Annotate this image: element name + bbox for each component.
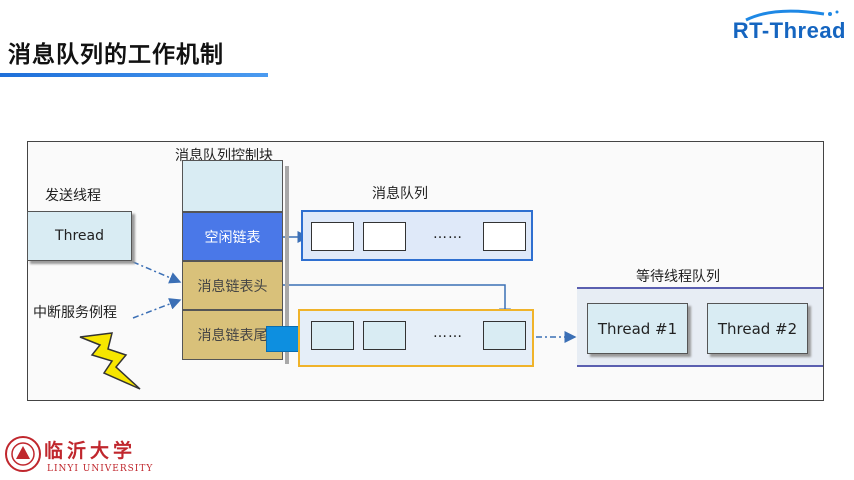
isr-label: 中断服务例程: [33, 305, 117, 321]
university-name-en: LINYI UNIVERSITY: [47, 464, 154, 474]
waiting-thread-2: Thread #2: [707, 303, 808, 354]
control-block-shadow: [285, 166, 289, 364]
free-node: [483, 222, 526, 251]
message-list-head-cell: 消息链表头: [182, 261, 283, 310]
message-node: [363, 321, 406, 350]
queue-title: 消息队列: [372, 186, 428, 202]
logo-swoosh-icon: [745, 9, 839, 22]
page-title: 消息队列的工作机制: [8, 42, 224, 68]
rt-thread-logo: RT-Thread: [726, 8, 846, 48]
title-underline: [0, 73, 268, 77]
free-node: [363, 222, 406, 251]
message-list-ellipsis: ……: [433, 325, 463, 341]
free-list-cell: 空闲链表: [182, 212, 283, 261]
lightning-bolt-icon: [79, 332, 141, 390]
wait-queue-title: 等待线程队列: [636, 269, 720, 285]
university-seal-icon: [5, 436, 41, 472]
control-block-header-cell: [182, 160, 283, 212]
brand-logo-text: RT-Thread: [732, 18, 846, 43]
message-node: [311, 321, 354, 350]
sender-thread-box: Thread: [27, 211, 132, 261]
sender-label: 发送线程: [45, 188, 101, 204]
message-node: [483, 321, 526, 350]
waiting-thread-1: Thread #1: [587, 303, 688, 354]
free-node: [311, 222, 354, 251]
free-list-ellipsis: ……: [433, 226, 463, 242]
university-name-cn: 临沂大学: [44, 440, 137, 462]
